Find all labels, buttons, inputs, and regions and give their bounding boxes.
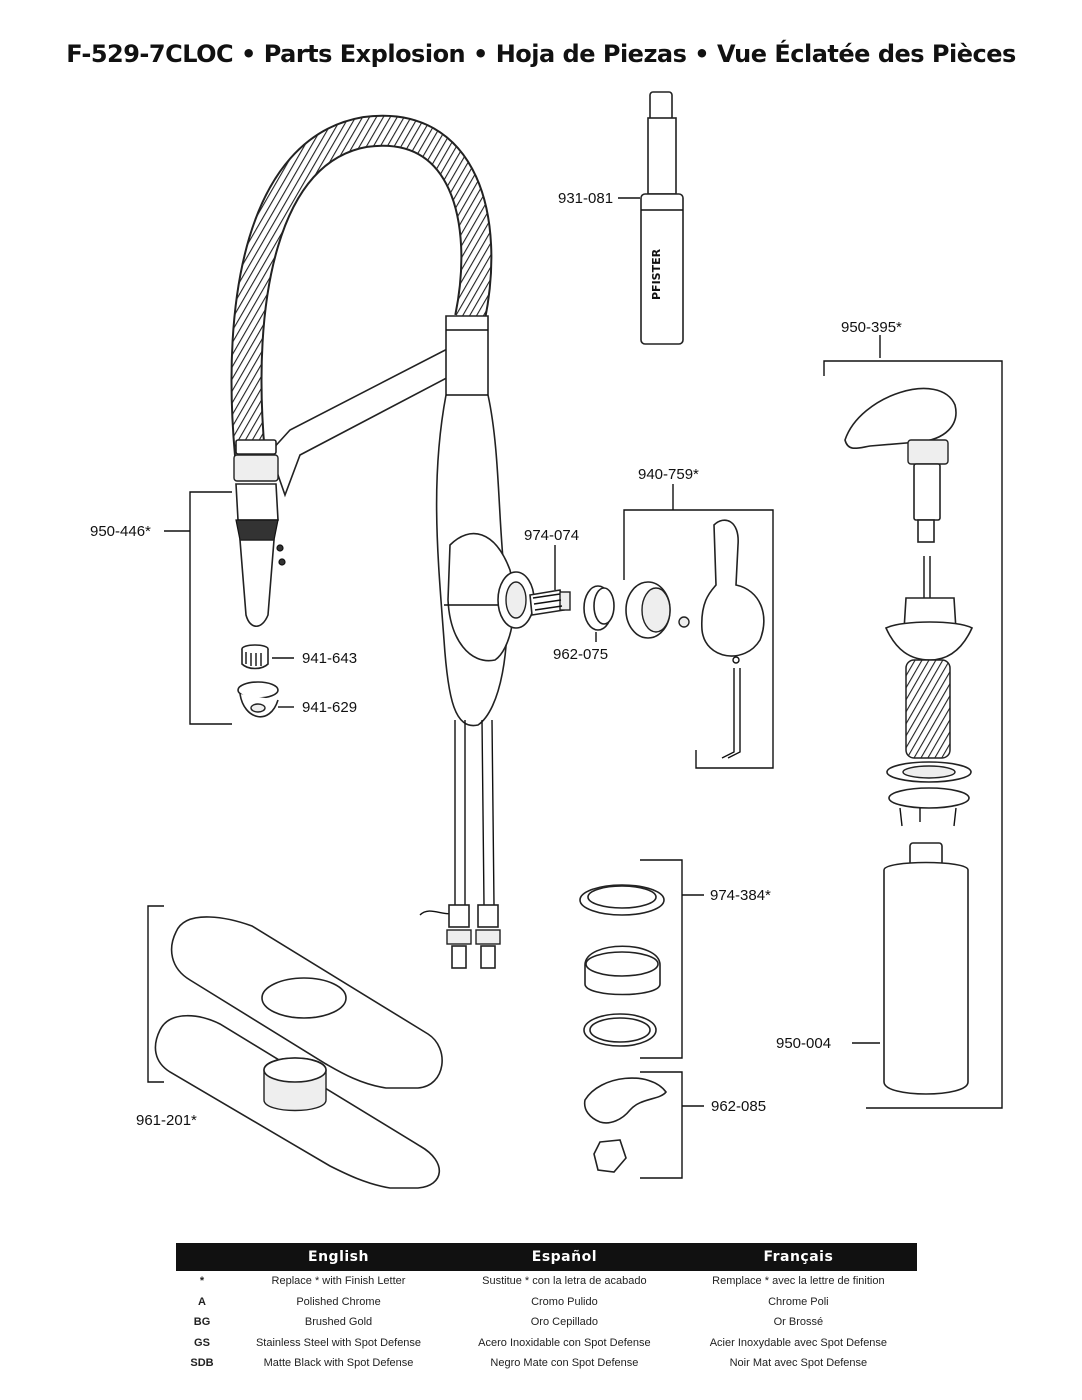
- part-961-201-label: 961-201*: [136, 1112, 197, 1129]
- legend-french: Or Brossé: [773, 1316, 824, 1329]
- legend-spanish: Acero Inoxidable con Spot Defense: [478, 1336, 651, 1349]
- legend-row: A Polished Chrome Cromo Pulido Chrome Po…: [176, 1292, 917, 1313]
- aerator: [241, 644, 269, 670]
- legend-english: Polished Chrome: [296, 1295, 381, 1308]
- part-941-629-label: 941-629: [302, 699, 357, 716]
- legend-english: Stainless Steel with Spot Defense: [255, 1336, 422, 1349]
- legend-row: SDB Matte Black with Spot Defense Negro …: [176, 1353, 917, 1374]
- finish-legend-table: English Español Français * Replace * wit…: [176, 1243, 917, 1374]
- cartridge: [529, 589, 571, 616]
- mounting-gasket-set: [579, 884, 665, 1047]
- legend-row: * Replace * with Finish Letter Sustitue …: [176, 1271, 917, 1292]
- part-labels: 931-081 950-395* 940-759* 974-074 962-07…: [90, 190, 902, 1129]
- legend-spanish: Oro Cepillado: [530, 1316, 599, 1329]
- legend-spanish: Negro Mate con Spot Defense: [490, 1357, 639, 1370]
- legend-header-french: Français: [679, 1243, 917, 1271]
- legend-row: GS Stainless Steel with Spot Defense Ace…: [176, 1333, 917, 1354]
- legend-code-header: [176, 1243, 228, 1271]
- legend-code: SDB: [190, 1357, 214, 1370]
- legend-english: Matte Black with Spot Defense: [263, 1357, 414, 1370]
- legend-code: BG: [193, 1316, 211, 1329]
- faucet-body: [230, 114, 535, 969]
- legend-english: Replace * with Finish Letter: [271, 1275, 406, 1288]
- callout-lines: [147, 197, 1003, 1179]
- part-941-643-label: 941-643: [302, 650, 357, 667]
- legend-header-spanish: Español: [449, 1243, 680, 1271]
- legend-french: Chrome Poli: [768, 1295, 829, 1308]
- part-950-004-label: 950-004: [776, 1035, 831, 1052]
- part-962-075-label: 962-075: [553, 646, 608, 663]
- part-940-759-label: 940-759*: [638, 466, 699, 483]
- handle-kit: [625, 519, 765, 759]
- extension-part: PFISTER: [640, 91, 684, 345]
- legend-code: *: [199, 1275, 205, 1288]
- legend-english: Brushed Gold: [304, 1316, 373, 1329]
- deck-plate: [154, 916, 443, 1189]
- legend-header-english: English: [228, 1243, 450, 1271]
- part-974-384-label: 974-384*: [710, 887, 771, 904]
- page-title: F-529-7CLOC • Parts Explosion • Hoja de …: [66, 40, 1016, 68]
- retainer-ring: [583, 585, 615, 631]
- part-950-395-label: 950-395*: [841, 319, 902, 336]
- legend-french: Noir Mat avec Spot Defense: [729, 1357, 868, 1370]
- part-962-085-label: 962-085: [711, 1098, 766, 1115]
- parts-explosion-diagram: PFISTER: [90, 91, 1003, 1189]
- legend-header-row: English Español Français: [176, 1243, 917, 1271]
- part-931-081-label: 931-081: [558, 190, 613, 207]
- spray-head: [233, 439, 286, 628]
- soap-dispenser: [844, 387, 974, 1095]
- legend-spanish: Sustitue * con la letra de acabado: [482, 1275, 647, 1288]
- spray-face: [237, 681, 279, 718]
- legend-french: Remplace * avec la lettre de finition: [712, 1275, 885, 1288]
- legend-row: BG Brushed Gold Oro Cepillado Or Brossé: [176, 1312, 917, 1333]
- legend-code: A: [198, 1295, 206, 1308]
- mounting-bracket-nut: [583, 1077, 667, 1173]
- svg-text:PFISTER: PFISTER: [650, 248, 663, 300]
- part-974-074-label: 974-074: [524, 527, 579, 544]
- legend-code: GS: [194, 1336, 210, 1349]
- part-950-446-label: 950-446*: [90, 523, 151, 540]
- legend-french: Acier Inoxydable avec Spot Defense: [709, 1336, 888, 1349]
- legend-spanish: Cromo Pulido: [531, 1295, 598, 1308]
